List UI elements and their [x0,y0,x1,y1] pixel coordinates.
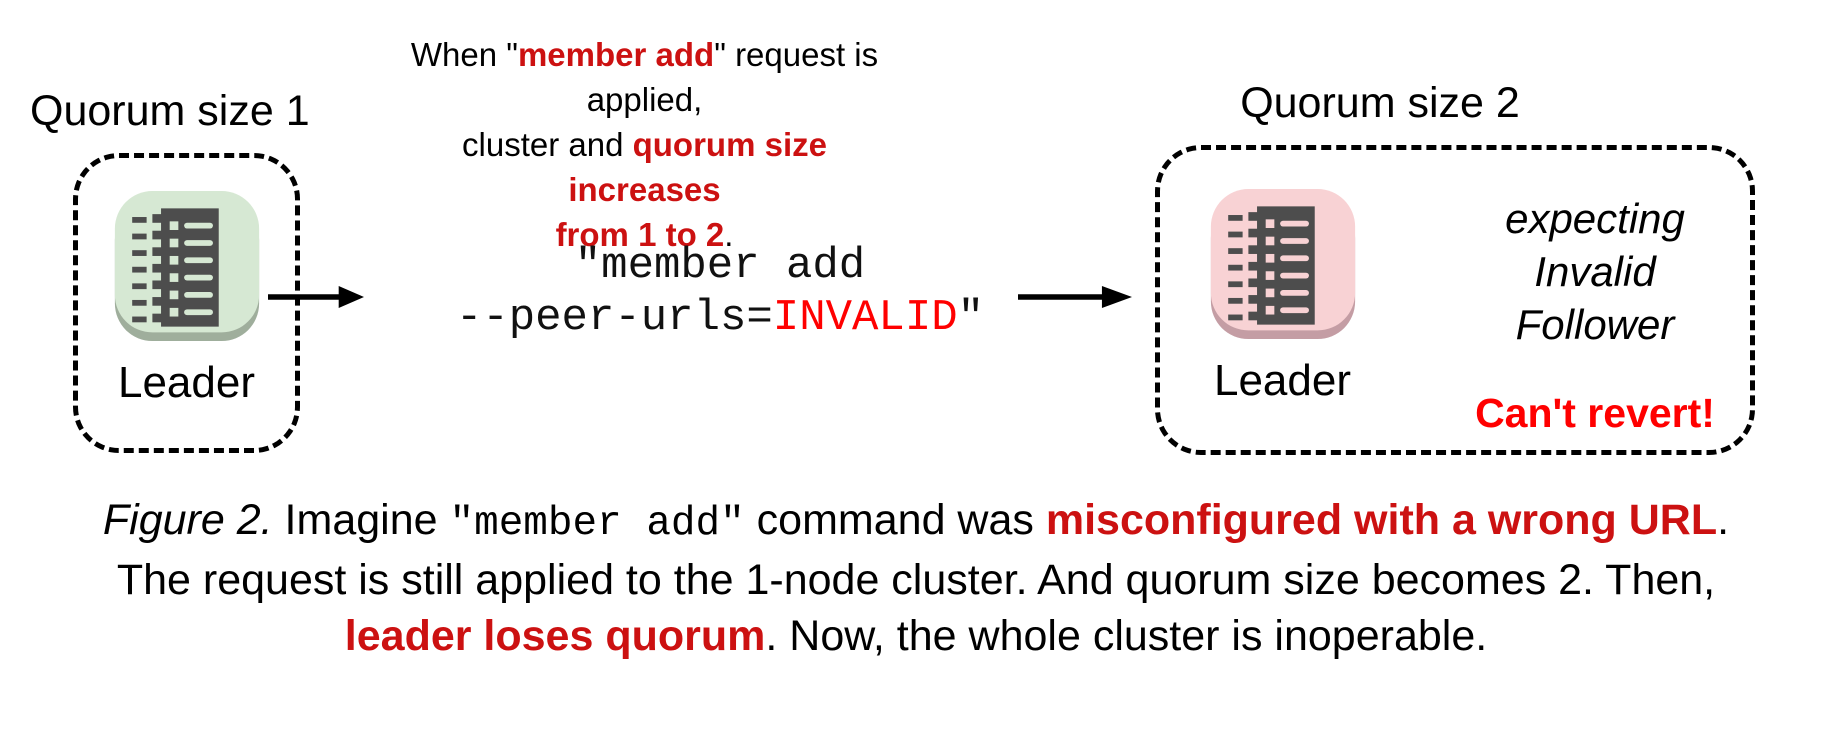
etcd-member-icon [114,191,259,342]
caption-line-3: leader loses quorum. Now, the whole clus… [344,612,1488,660]
arrow-left-to-command [268,286,364,308]
arrow-command-to-right [1018,286,1132,308]
leader-node-healthy: Leader [110,188,263,407]
expecting-invalid-follower-note: expecting Invalid Follower [1505,195,1685,348]
right-cluster-title: Quorum size 2 [1240,79,1520,127]
caption-line-2: The request is still applied to the 1-no… [116,556,1716,604]
cant-revert-warning: Can't revert! [1475,390,1715,436]
left-cluster-box: Leader [73,153,300,453]
member-add-annotation: When "member add" request is applied, cl… [392,32,897,257]
leader-label: Leader [117,358,255,407]
annotation-line-3: from 1 to 2. [555,216,734,253]
member-add-command: "member add --peer-urls=INVALID" [425,240,1015,344]
command-line-1: "member add [574,241,866,291]
leader-node-lost-quorum: Leader [1206,186,1359,405]
left-cluster-title: Quorum size 1 [30,87,310,135]
annotation-line-1: When "member add" request is applied, [410,36,879,118]
figure-caption: Figure 2. Imagine "member add" command w… [0,492,1832,664]
command-line-2: --peer-urls=INVALID" [455,293,985,343]
right-cluster-box: Leader expecting Invalid Follower Can't … [1155,145,1755,455]
leader-label: Leader [1213,356,1351,405]
etcd-member-icon [1210,189,1355,340]
annotation-line-2: cluster and quorum size increases [462,126,827,208]
caption-line-1: Figure 2. Imagine "member add" command w… [102,496,1730,547]
